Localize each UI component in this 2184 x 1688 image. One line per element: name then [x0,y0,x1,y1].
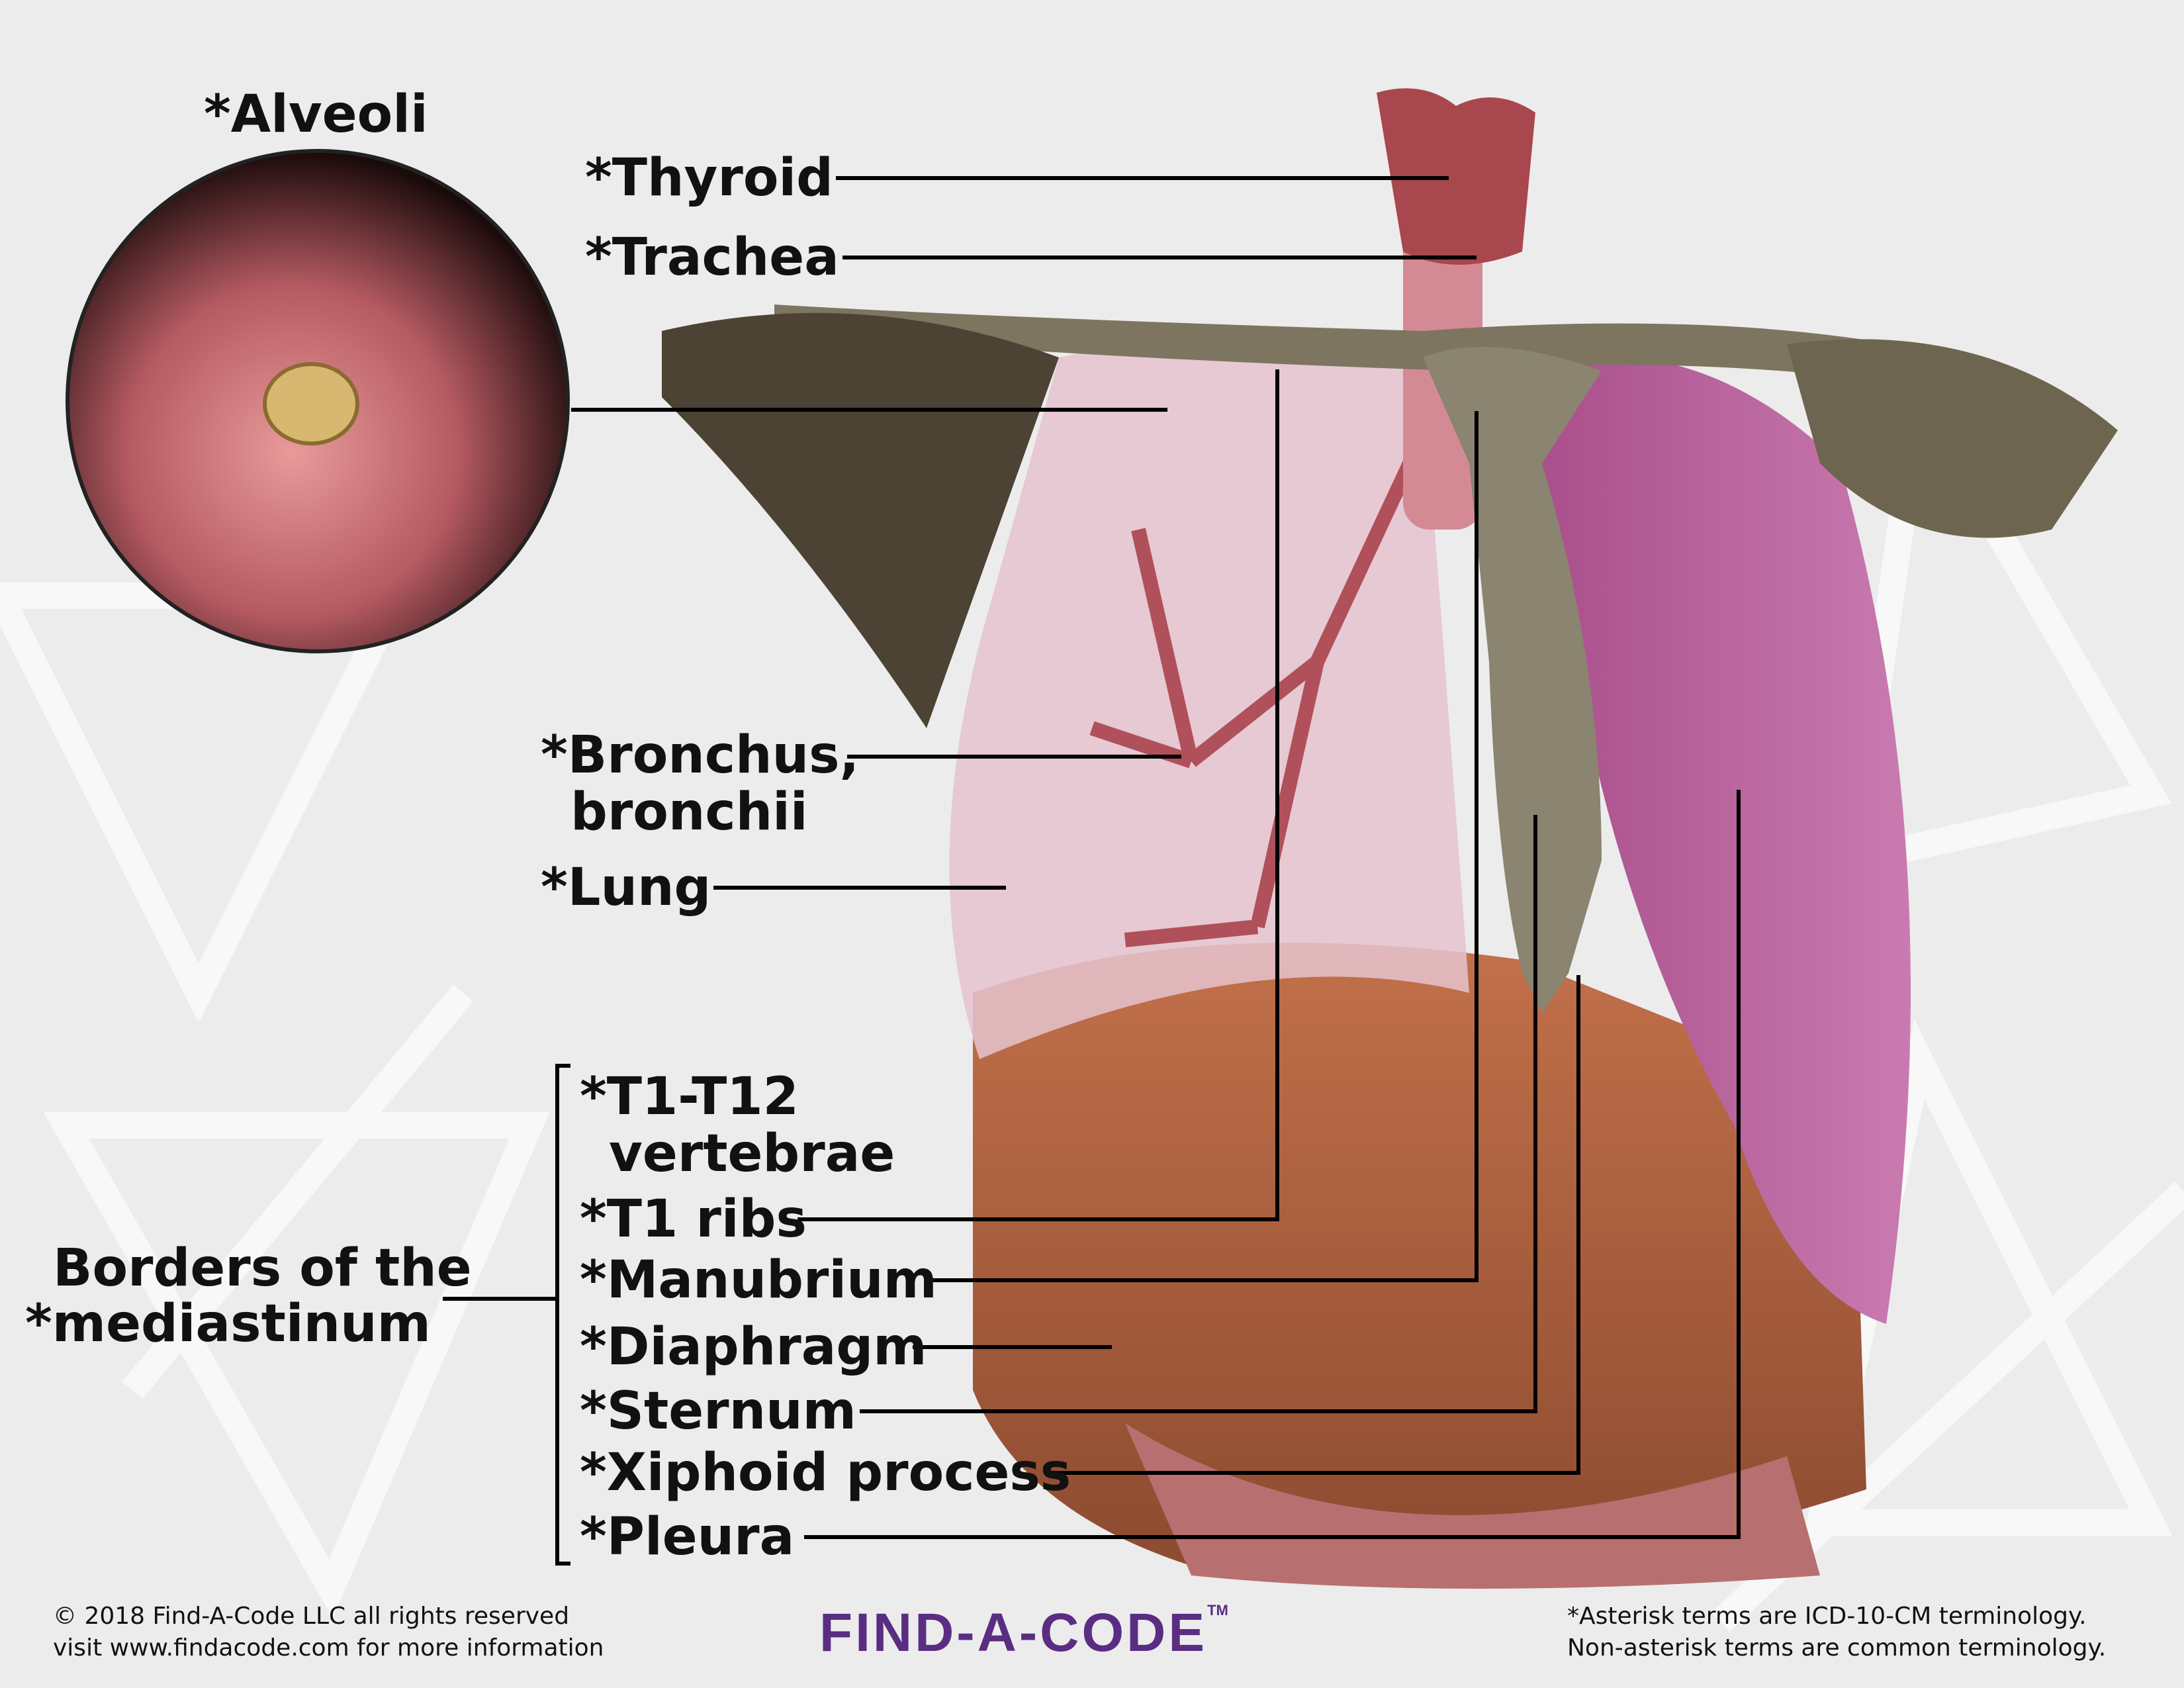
label-vertebrae-1: *T1-T12 [580,1067,799,1127]
note-line-2: Non-asterisk terms are common terminolog… [1567,1634,2107,1662]
scapula-right [1787,339,2118,538]
label-pleura: *Pleura [580,1507,795,1567]
copyright-text: © 2018 Find-A-Code LLC all rights reserv… [53,1603,570,1630]
label-ribs: *T1 ribs [580,1190,807,1249]
right-lung [1522,356,1911,1324]
torso [662,88,2118,1589]
note-line-1: *Asterisk terms are ICD-10-CM terminolog… [1567,1603,2087,1630]
label-xiphoid: *Xiphoid process [580,1443,1071,1503]
diaphragm-liver [973,943,1866,1581]
footer-note: *Asterisk terms are ICD-10-CM terminolog… [1567,1601,2106,1664]
visit-text: visit www.findacode.com for more informa… [53,1634,604,1662]
scapula-left [662,312,1059,728]
label-sternum: *Sternum [580,1382,856,1441]
label-alveoli: *Alveoli [204,85,428,144]
label-trachea: *Trachea [585,228,839,287]
thyroid [1377,88,1535,265]
clavicles [774,305,2005,397]
intestines [1125,1423,1820,1589]
label-manubrium: *Manubrium [580,1250,937,1310]
footer-copyright: © 2018 Find-A-Code LLC all rights reserv… [53,1601,604,1664]
left-lung [949,340,1469,1060]
label-diaphragm: *Diaphragm [580,1317,927,1377]
label-lung: *Lung [541,858,711,917]
bronchial-tree [1089,460,1416,947]
label-bronchus-2: bronchii [570,782,808,842]
find-a-code-logo: FIND-A-CODETM [819,1602,1228,1664]
logo-text: FIND-A-CODE [819,1603,1208,1663]
alveoli-sac [263,362,359,445]
label-borders-1: Borders of the [53,1239,472,1298]
label-bronchus-1: *Bronchus, [541,726,860,785]
sternum [1423,347,1602,1013]
label-thyroid: *Thyroid [585,148,833,208]
label-borders-2: *mediastinum [25,1294,431,1354]
trademark: TM [1207,1602,1228,1618]
label-vertebrae-2: vertebrae [609,1124,895,1184]
leader-lines [443,176,1741,1566]
